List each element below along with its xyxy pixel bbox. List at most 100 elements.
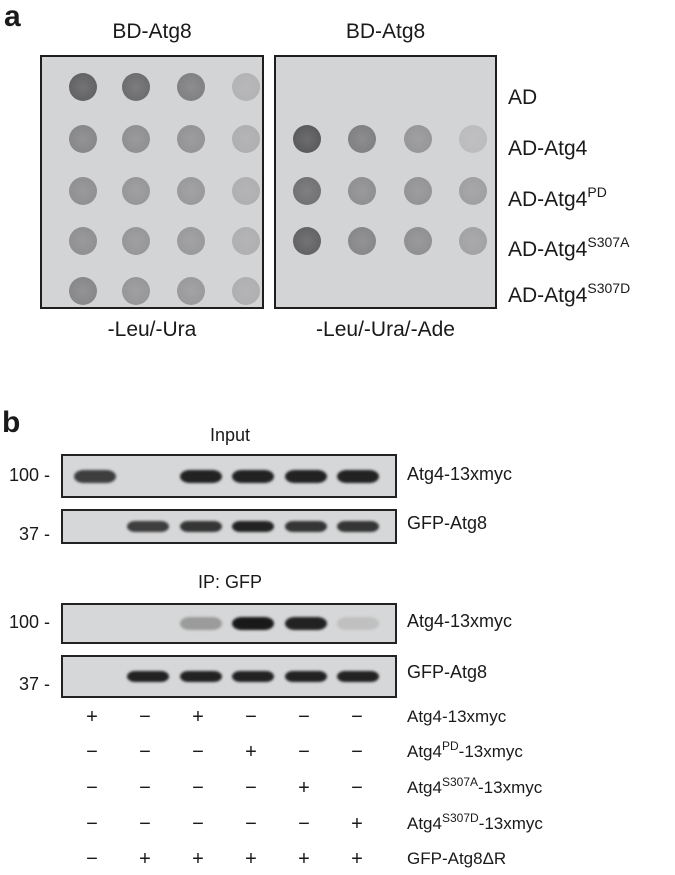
minus-sign: −	[86, 848, 98, 870]
protein-band	[337, 671, 379, 682]
protein-band	[232, 617, 274, 630]
plus-sign: +	[298, 848, 310, 870]
yeast-spot	[122, 227, 150, 255]
minus-sign: −	[86, 741, 98, 763]
blot-input-atg4	[61, 454, 397, 498]
minus-sign: −	[245, 706, 257, 728]
yeast-spot	[459, 177, 487, 205]
mw-marker-37: 37 -	[18, 524, 50, 544]
yeast-spot	[293, 125, 321, 153]
protein-band	[180, 617, 222, 630]
minus-sign: −	[245, 777, 257, 799]
protein-band	[180, 470, 222, 483]
plate2-title: BD-Atg8	[345, 20, 426, 43]
yeast-spot	[122, 177, 150, 205]
minus-sign: −	[298, 741, 310, 763]
mw-marker-100: 100 -	[8, 465, 50, 485]
section-title-ip-gfp: IP: GFP	[197, 572, 262, 592]
yeast-spot	[293, 227, 321, 255]
protein-band	[337, 617, 379, 630]
protein-band	[285, 470, 327, 483]
yeast-spot	[69, 227, 97, 255]
spot-plate-leu-ura	[40, 55, 264, 309]
condition-label-atg4-s307a: Atg4S307A-13xmyc	[407, 775, 543, 797]
protein-band	[232, 521, 274, 532]
condition-label-gfp-atg8-delta-r: GFP-Atg8ΔR	[407, 849, 507, 868]
protein-band	[285, 521, 327, 532]
yeast-spot	[232, 227, 260, 255]
protein-band	[337, 521, 379, 532]
yeast-spot	[69, 177, 97, 205]
plus-sign: +	[351, 848, 363, 870]
minus-sign: −	[86, 813, 98, 835]
plate1-title: BD-Atg8	[112, 20, 192, 43]
plus-sign: +	[245, 848, 257, 870]
plus-sign: +	[351, 813, 363, 835]
plus-sign: +	[245, 741, 257, 763]
protein-band	[285, 671, 327, 682]
yeast-spot	[122, 277, 150, 305]
yeast-spot	[177, 73, 205, 101]
yeast-spot	[69, 73, 97, 101]
section-title-input: Input	[209, 425, 251, 445]
protein-band	[337, 470, 379, 483]
minus-sign: −	[139, 777, 151, 799]
protein-band	[74, 470, 116, 483]
yeast-spot	[348, 125, 376, 153]
protein-band	[285, 617, 327, 630]
condition-label-atg4-pd: Atg4PD-13xmyc	[407, 739, 523, 761]
protein-band	[127, 671, 169, 682]
protein-band	[180, 521, 222, 532]
minus-sign: −	[139, 741, 151, 763]
yeast-spot	[232, 125, 260, 153]
row-label-ad-atg4-s307d: AD-Atg4S307D	[508, 280, 631, 307]
plus-sign: +	[192, 706, 204, 728]
row-label-ad-atg4-s307a: AD-Atg4S307A	[508, 234, 630, 261]
protein-band	[180, 671, 222, 682]
blot-label-gfp-atg8: GFP-Atg8	[407, 662, 488, 682]
minus-sign: −	[298, 813, 310, 835]
row-label-ad: AD	[508, 86, 538, 109]
yeast-spot	[122, 125, 150, 153]
minus-sign: −	[351, 777, 363, 799]
yeast-spot	[293, 177, 321, 205]
yeast-spot	[348, 177, 376, 205]
minus-sign: −	[192, 777, 204, 799]
blot-label-gfp-atg8: GFP-Atg8	[407, 513, 488, 533]
protein-band	[232, 470, 274, 483]
minus-sign: −	[192, 741, 204, 763]
mw-marker-100: 100 -	[8, 612, 50, 632]
condition-label-atg4-s307d: Atg4S307D-13xmyc	[407, 811, 543, 833]
yeast-spot	[404, 125, 432, 153]
yeast-spot	[404, 227, 432, 255]
blot-label-atg4-13xmyc: Atg4-13xmyc	[407, 611, 513, 631]
yeast-spot	[232, 277, 260, 305]
minus-sign: −	[245, 813, 257, 835]
yeast-spot	[177, 277, 205, 305]
yeast-spot	[122, 73, 150, 101]
plus-sign: +	[139, 848, 151, 870]
yeast-spot	[232, 177, 260, 205]
plus-sign: +	[86, 706, 98, 728]
yeast-spot	[404, 177, 432, 205]
yeast-spot	[459, 227, 487, 255]
condition-label-atg4-13xmyc: Atg4-13xmyc	[407, 707, 507, 726]
minus-sign: −	[139, 813, 151, 835]
plate2-medium: -Leu/-Ura/-Ade	[316, 318, 455, 341]
spot-plate-leu-ura-ade	[274, 55, 497, 309]
yeast-spot	[69, 277, 97, 305]
yeast-spot	[348, 227, 376, 255]
mw-marker-37: 37 -	[18, 674, 50, 694]
panel-b-letter: b	[2, 406, 21, 439]
minus-sign: −	[192, 813, 204, 835]
minus-sign: −	[298, 706, 310, 728]
protein-band	[232, 671, 274, 682]
blot-ip-gfp-atg8	[61, 655, 397, 698]
yeast-spot	[177, 177, 205, 205]
row-label-ad-atg4: AD-Atg4	[508, 137, 588, 160]
minus-sign: −	[86, 777, 98, 799]
plus-sign: +	[298, 777, 310, 799]
yeast-spot	[459, 125, 487, 153]
plate1-medium: -Leu/-Ura	[107, 318, 197, 341]
blot-ip-atg4	[61, 603, 397, 644]
